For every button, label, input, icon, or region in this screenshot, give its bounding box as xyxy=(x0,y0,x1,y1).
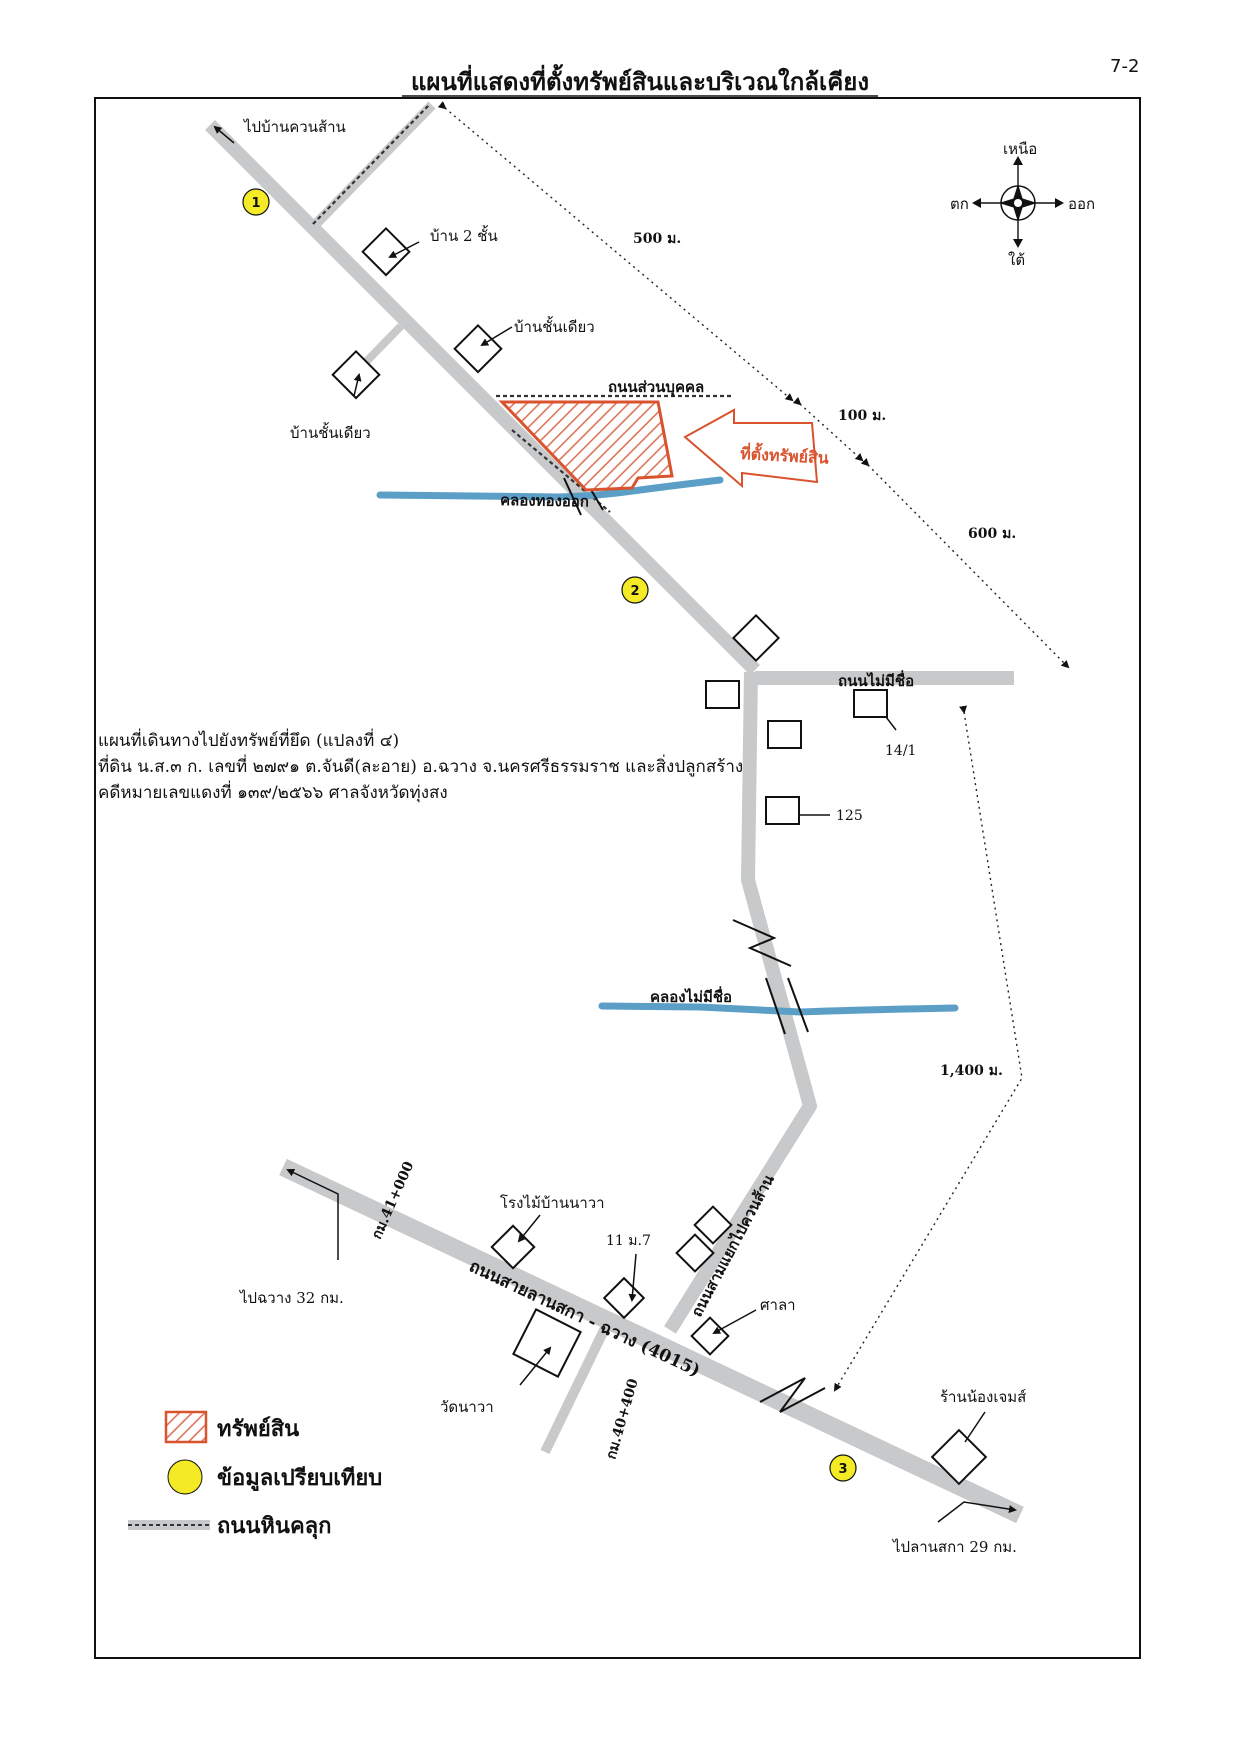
arrow-to-chawang xyxy=(286,1168,339,1260)
distance-1400-line xyxy=(833,705,1023,1392)
distance-600-line xyxy=(860,457,1070,669)
house-junction-road-2 xyxy=(693,1205,733,1245)
bridge-mark-2a xyxy=(765,977,786,1035)
compass-east-arrow-icon xyxy=(1055,198,1064,208)
arrow-to-lan-saka xyxy=(937,1501,1017,1523)
khlong-thong-ok-label: คลองทองออก xyxy=(500,491,589,511)
distance-600-label: 600 ม. xyxy=(968,526,1016,542)
side-road-south xyxy=(540,1323,611,1455)
road-break-mark-2 xyxy=(759,1377,826,1413)
to-lan-saka-label: ไปลานสกา 29 กม. xyxy=(892,1538,1017,1556)
road-break-mark-1 xyxy=(732,919,792,967)
shop-nong-james xyxy=(930,1411,988,1486)
distance-500-line xyxy=(437,101,794,402)
page-number: 7-2 xyxy=(1110,56,1139,77)
compass-north-arrow-icon xyxy=(1013,156,1023,165)
compass-south-arrow-icon xyxy=(1013,239,1023,248)
compass-west-arrow-icon xyxy=(972,198,981,208)
house-single-floor-right xyxy=(453,323,513,374)
compass-east-label: ออก xyxy=(1068,195,1095,213)
house-125-label: 125 xyxy=(836,808,863,824)
house-125 xyxy=(765,796,830,825)
svg-text:3: 3 xyxy=(838,1462,847,1477)
comparable-point-3: 3 xyxy=(829,1454,857,1482)
house-11-m7-label: 11 ม.7 xyxy=(606,1233,651,1249)
legend: ทรัพย์สิน ข้อมูลเปรียบเทียบ ถนนหินคลุก xyxy=(128,1410,382,1540)
to-chawang-label: ไปฉวาง 32 กม. xyxy=(239,1289,344,1307)
house-single-floor-left xyxy=(331,349,381,400)
sawmill-label: โรงไม้บ้านนาวา xyxy=(500,1194,605,1212)
canal-khlong-thong-ok xyxy=(376,476,724,501)
house-14-1 xyxy=(853,689,897,731)
house-junction-road-1 xyxy=(675,1233,715,1273)
svg-text:2: 2 xyxy=(630,584,639,599)
house-single-floor-left-label: บ้านชั้นเดียว xyxy=(290,422,371,442)
unnamed-road-label: ถนนไม่มีชื่อ xyxy=(838,670,914,690)
svg-text:1: 1 xyxy=(251,196,260,211)
note-line-1: แผนที่เดินทางไปยังทรัพย์ที่ยึด (แปลงที่ … xyxy=(98,728,399,751)
legend-property-label: ทรัพย์สิน xyxy=(217,1416,299,1442)
distance-100-label: 100 ม. xyxy=(838,408,886,424)
house-2-floor xyxy=(361,226,420,277)
legend-gravel-road-label: ถนนหินคลุก xyxy=(217,1513,331,1540)
comparable-point-1: 1 xyxy=(242,188,270,216)
house-near-junction xyxy=(731,613,781,663)
shop-nong-james-label: ร้านน้องเจมส์ xyxy=(940,1388,1026,1406)
legend-comparable-label: ข้อมูลเปรียบเทียบ xyxy=(217,1465,382,1492)
sala-label: ศาลา xyxy=(760,1296,796,1314)
road-south xyxy=(664,671,817,1334)
house-11-m7 xyxy=(602,1253,646,1320)
house-14-1-label: 14/1 xyxy=(885,743,916,759)
compass-north-label: เหนือ xyxy=(1003,140,1037,158)
km-40-label: กม.40+400 xyxy=(603,1377,641,1461)
legend-property-swatch xyxy=(164,1410,208,1444)
property-parcel xyxy=(498,400,674,492)
distance-500-label: 500 ม. xyxy=(633,231,681,247)
map-title: แผนที่แสดงที่ตั้งทรัพย์สินและบริเวณใกล้เ… xyxy=(411,63,869,96)
bridge-mark-1a xyxy=(563,477,582,516)
wat-nawa-label: วัดนาวา xyxy=(440,1398,494,1416)
house-2-floor-label: บ้าน 2 ชั้น xyxy=(430,225,498,245)
road-branch-north xyxy=(309,101,436,231)
map-frame xyxy=(94,97,1141,1659)
note-line-2: ที่ดิน น.ส.๓ ก. เลขที่ ๒๗๙๑ ต.จันดี(ละอา… xyxy=(98,754,743,777)
sala xyxy=(690,1309,757,1356)
compass-rose xyxy=(972,156,1064,248)
compass-west-label: ตก xyxy=(950,195,969,213)
legend-comparable-swatch xyxy=(167,1459,203,1495)
wat-nawa xyxy=(512,1308,582,1386)
arrow-to-ban-khuan-san xyxy=(213,125,235,144)
sawmill xyxy=(490,1214,541,1270)
comparable-point-2: 2 xyxy=(621,576,649,604)
note-line-3: คดีหมายเลขแดงที่ ๑๓๙/๒๕๖๖ ศาลจังหวัดทุ่ง… xyxy=(98,780,448,803)
to-ban-khuan-san-label: ไปบ้านควนส้าน xyxy=(243,118,346,136)
distance-1400-label: 1,400 ม. xyxy=(940,1063,1003,1079)
private-road-label: ถนนส่วนบุคคล xyxy=(608,378,704,397)
compass-south-label: ใต้ xyxy=(1008,251,1025,269)
house-east-road-south xyxy=(767,720,802,749)
house-single-floor-right-label: บ้านชั้นเดียว xyxy=(514,316,595,336)
house-west-of-junction xyxy=(705,680,740,709)
road-to-ban-khuan-san xyxy=(205,120,760,675)
distance-100-line xyxy=(792,397,864,462)
khlong-unnamed-label: คลองไม่มีชื่อ xyxy=(650,986,732,1006)
bridge-mark-2b xyxy=(787,977,809,1033)
main-road-4015 xyxy=(279,1158,1024,1524)
